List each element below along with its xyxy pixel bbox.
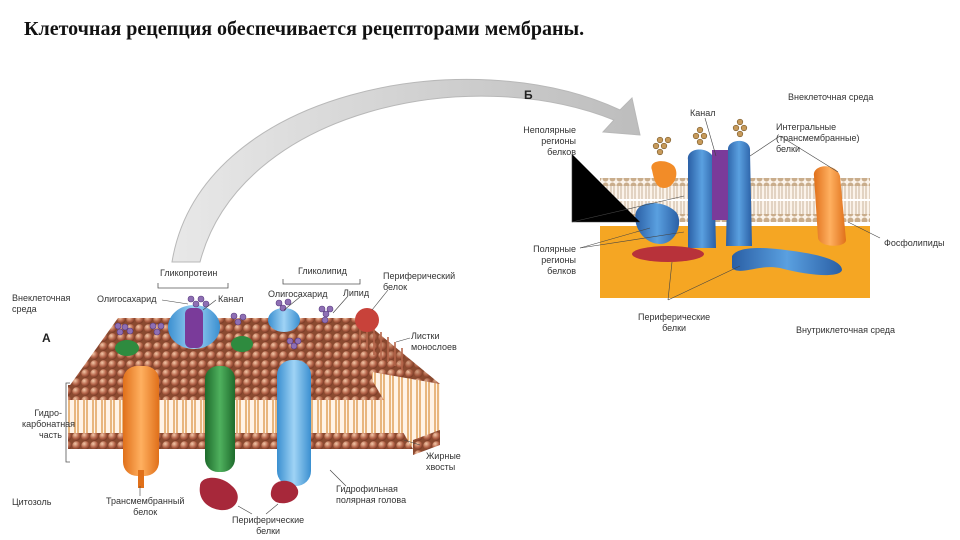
panel-b-membrane <box>571 117 881 301</box>
oligosaccharide-chains <box>114 295 334 350</box>
panel-b-letter: Б <box>524 88 533 102</box>
transmembrane-protein-orange <box>123 366 159 476</box>
label-oligosaccharide-1: Олигосахарид <box>97 294 157 304</box>
transmembrane-protein-lightblue <box>277 360 311 486</box>
peripheral-protein-red-1 <box>199 477 238 511</box>
slide-title: Клеточная рецепция обеспечивается рецепт… <box>24 18 585 40</box>
label-intracellular: Внутриклеточная среда <box>796 325 896 335</box>
channel-protein-b <box>687 149 716 248</box>
label-oligosaccharide-2: Олигосахарид <box>268 289 328 299</box>
peripheral-protein-red-2 <box>270 480 299 504</box>
label-integral-proteins: Интегральные(трансмембранные)белки <box>776 122 860 154</box>
oligosaccharide-chains-b <box>652 118 748 156</box>
panel-a-membrane <box>65 279 440 515</box>
protein-blue-left <box>635 203 680 244</box>
peripheral-protein-red-b <box>632 246 704 262</box>
transmembrane-protein-green <box>205 366 235 472</box>
panel-a-letter: А <box>42 331 51 345</box>
label-glycolipid: Гликолипид <box>298 266 347 276</box>
label-channel-a: Канал <box>218 294 244 304</box>
label-extracellular-b: Внеклеточная среда <box>788 92 874 102</box>
peripheral-protein-a <box>355 308 379 332</box>
label-lipid: Липид <box>343 288 370 298</box>
label-glycoprotein: Гликопротеин <box>160 268 218 278</box>
protein-orange-small <box>651 161 677 188</box>
label-cytosol: Цитозоль <box>12 497 52 507</box>
transition-arrow <box>171 78 641 263</box>
label-phospholipids: Фосфолипиды <box>884 238 945 248</box>
label-channel-b: Канал <box>690 108 716 118</box>
channel-protein-a <box>185 308 203 348</box>
glycolipid-head <box>268 308 300 332</box>
protein-orange-right <box>813 166 846 246</box>
peripheral-protein-blue-b <box>732 248 842 276</box>
